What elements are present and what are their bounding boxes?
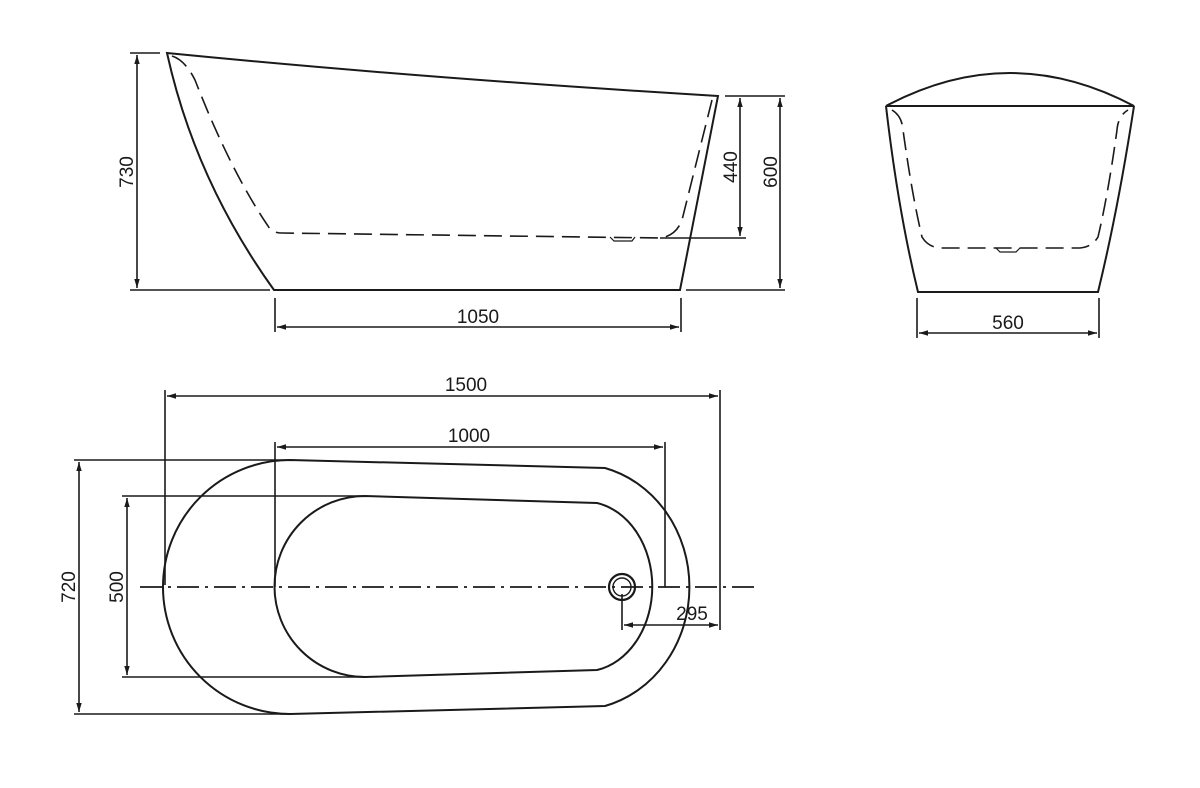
- top-view: 1500 1000 720 500 295: [59, 375, 755, 716]
- side-view-basin: [171, 55, 713, 239]
- dim-rim-height: 600: [761, 156, 782, 188]
- dim-inner-depth: 440: [721, 151, 742, 183]
- end-view: 560: [885, 72, 1135, 338]
- dim-overall-length: 1500: [445, 375, 487, 396]
- end-view-basin: [891, 109, 1129, 249]
- dim-drain-offset: 295: [676, 604, 708, 625]
- top-view-outer-rim: [162, 458, 691, 716]
- dim-overall-height: 730: [117, 156, 138, 188]
- dim-inner-width: 500: [107, 571, 128, 603]
- side-view-drain: [609, 236, 636, 242]
- side-view-shell: [165, 51, 720, 291]
- dim-base-width: 560: [992, 313, 1024, 334]
- dim-overall-width: 720: [59, 571, 80, 603]
- dim-inner-flat-length: 1000: [448, 426, 490, 447]
- end-view-drain: [995, 247, 1021, 253]
- side-view: 730 440 600 1050: [117, 51, 785, 332]
- end-view-shell: [885, 72, 1135, 107]
- dim-base-length: 1050: [457, 307, 499, 328]
